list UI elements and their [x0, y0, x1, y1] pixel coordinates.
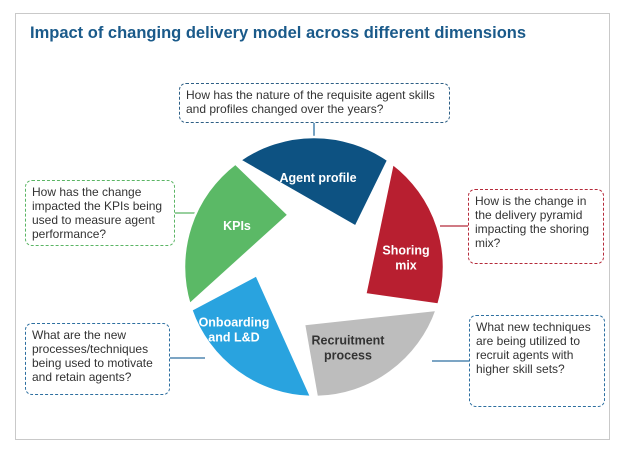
segment-kpis [182, 162, 290, 306]
segment-label-recruitment-process: Recruitment [312, 334, 386, 348]
segment-agent-profile [238, 135, 390, 228]
segment-label-shoring-mix: mix [395, 259, 417, 273]
segment-recruitment-process [302, 308, 439, 399]
segment-onboarding [189, 273, 313, 399]
segment-shoring-mix [363, 162, 446, 306]
callout-recruitment: What new techniques are being utilized t… [469, 315, 605, 407]
page-title: Impact of changing delivery model across… [30, 24, 527, 42]
segment-label-agent-profile: Agent profile [279, 171, 356, 185]
segment-label-shoring-mix: Shoring [382, 244, 429, 258]
segment-label-onboarding: and L&D [208, 331, 259, 345]
segment-label-recruitment-process: process [324, 349, 372, 363]
callout-agent-profile: How has the nature of the requisite agen… [179, 83, 450, 123]
callout-kpis: How has the change impacted the KPIs bei… [25, 180, 175, 246]
segment-label-onboarding: Onboarding [199, 316, 270, 330]
segment-label-kpis: KPIs [223, 219, 251, 233]
segments-group: Agent profileShoringmixRecruitmentproces… [182, 135, 446, 399]
callout-onboarding: What are the new processes/techniques be… [25, 323, 170, 395]
callout-shoring-mix: How is the change in the delivery pyrami… [468, 189, 604, 264]
